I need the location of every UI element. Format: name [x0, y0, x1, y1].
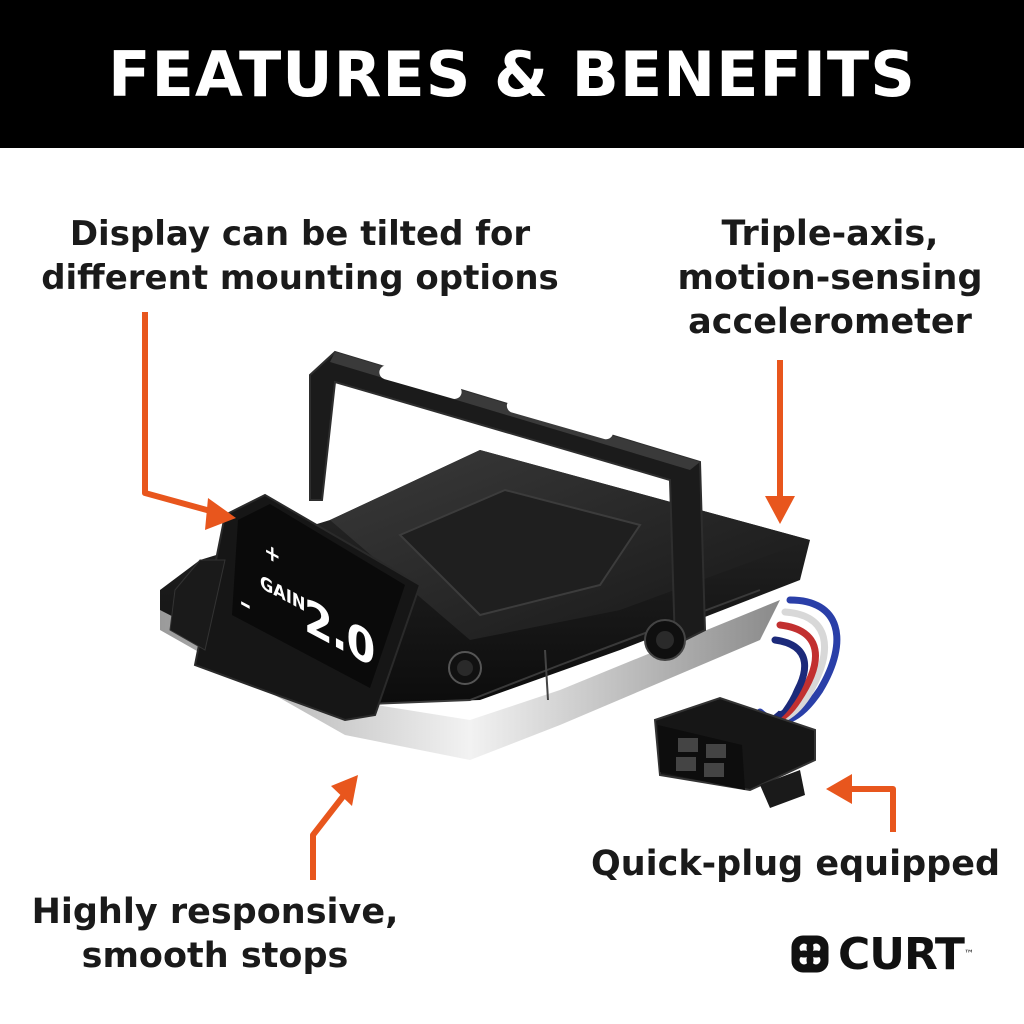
curt-knot-icon [791, 935, 829, 973]
gain-label: GAIN [260, 571, 306, 617]
trademark-mark: ™ [963, 948, 974, 960]
plug-connector [653, 696, 816, 808]
gain-value: 2.0 [304, 586, 375, 679]
callout-display-tilt: Display can be tilted for different moun… [41, 214, 559, 298]
curt-logo: CURT ™ [788, 928, 988, 980]
mounting-bracket [309, 350, 707, 661]
callout-accelerometer: Triple-axis, motion-sensing acceleromete… [677, 214, 983, 342]
callout-quick-plug: Quick-plug equipped [590, 844, 1000, 884]
gain-plus-label: + [264, 537, 281, 572]
page-title: FEATURES & BENEFITS [108, 37, 916, 111]
gain-minus-label: – [240, 586, 251, 621]
brand-name: CURT [838, 928, 965, 980]
callout-responsive-stops: Highly responsive, smooth stops [31, 892, 399, 976]
callout-arrows [142, 312, 896, 880]
header-banner: FEATURES & BENEFITS [0, 0, 1024, 148]
